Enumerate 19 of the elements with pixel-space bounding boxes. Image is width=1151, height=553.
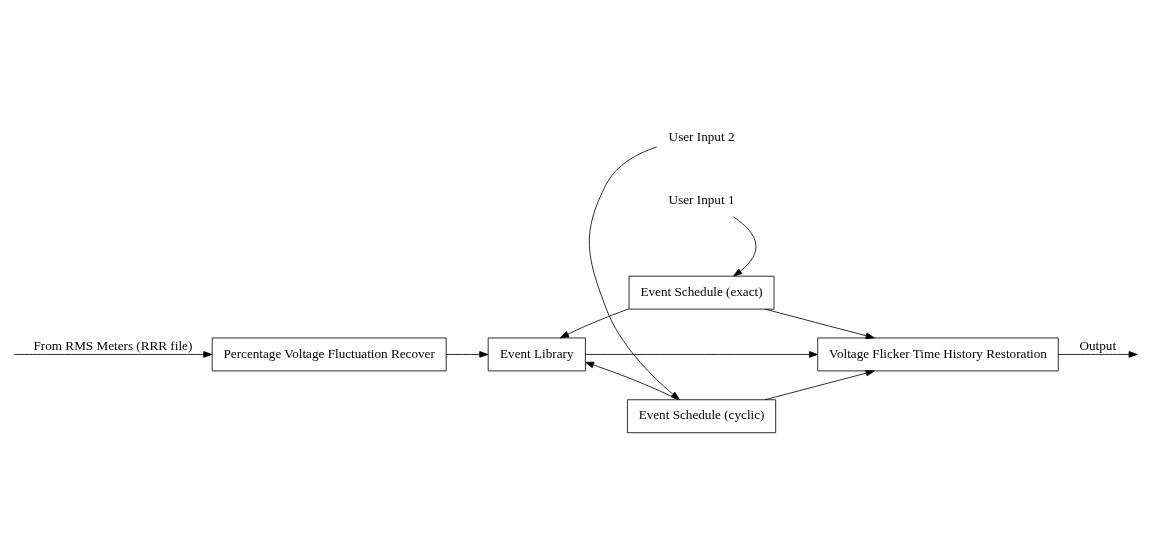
node-box: Voltage Flicker Time History Restoration bbox=[817, 337, 1059, 371]
node-text: User Input 2 bbox=[668, 128, 735, 144]
edge-label: From RMS Meters (RRR file) bbox=[33, 337, 193, 353]
node-box: Event Schedule (exact) bbox=[628, 275, 775, 310]
edge-label: Output bbox=[1079, 337, 1117, 353]
node-text: User Input 1 bbox=[668, 191, 735, 207]
arrow bbox=[1057, 350, 1138, 358]
node-box: Percentage Voltage Fluctuation Recover bbox=[211, 337, 447, 371]
node-box: Event Schedule (cyclic) bbox=[627, 398, 777, 433]
arrow bbox=[588, 145, 680, 400]
arrow bbox=[733, 216, 757, 276]
arrow bbox=[445, 350, 489, 358]
arrow bbox=[585, 350, 819, 358]
node-box: Event Library bbox=[487, 337, 586, 371]
arrow bbox=[764, 308, 875, 339]
arrow bbox=[13, 350, 213, 358]
arrow bbox=[585, 361, 679, 400]
arrow bbox=[764, 369, 875, 400]
arrow bbox=[559, 307, 630, 338]
